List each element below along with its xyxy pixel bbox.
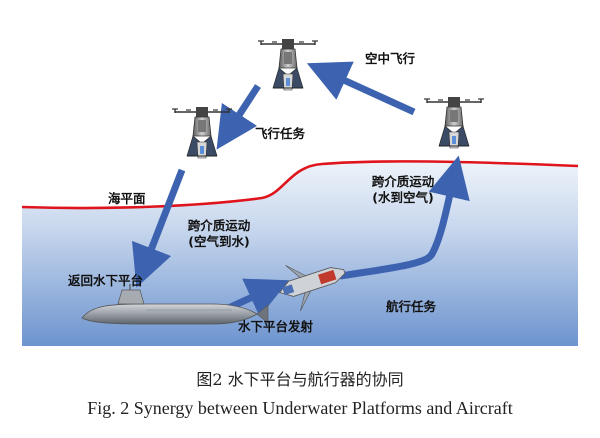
launched-vehicle	[278, 265, 346, 312]
label-return-platform: 返回水下平台	[68, 273, 144, 288]
label-cross-medium-up: 跨介质运动 (水到空气)	[358, 174, 448, 206]
arrow-flight-mission	[216, 84, 261, 150]
synergy-diagram: 空中飞行 飞行任务 海平面 跨介质运动 (空气到水) 跨介质运动 (水到空气) …	[21, 6, 579, 346]
drone-right	[423, 96, 485, 149]
label-air-flight: 空中飞行	[365, 51, 416, 66]
label-flight-mission: 飞行任务	[255, 126, 306, 141]
label-cross-medium-down-title: 跨介质运动	[187, 218, 251, 233]
drone-left	[171, 106, 233, 159]
label-cross-medium-down-sub: (空气到水)	[188, 234, 250, 249]
arrow-cross-down	[132, 168, 186, 288]
diagram-canvas	[21, 38, 579, 346]
label-launch: 水下平台发射	[238, 319, 314, 334]
label-navigation-mission: 航行任务	[386, 299, 437, 314]
label-cross-medium-up-sub: (水到空气)	[372, 190, 434, 205]
figure-caption-english: Fig. 2 Synergy between Underwater Platfo…	[87, 398, 513, 418]
figure-caption-chinese: 图2 水下平台与航行器的协同	[196, 370, 404, 389]
label-sea-surface: 海平面	[108, 191, 146, 206]
label-cross-medium-down: 跨介质运动 (空气到水)	[174, 218, 264, 250]
label-cross-medium-up-title: 跨介质运动	[371, 174, 435, 189]
arrow-air-flight	[306, 61, 416, 116]
submarine	[81, 284, 269, 325]
arrow-navigation-cross-up	[339, 155, 470, 280]
drone-top	[257, 38, 319, 91]
